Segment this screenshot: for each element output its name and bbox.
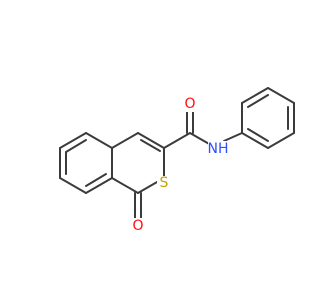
bond xyxy=(111,132,139,149)
bond xyxy=(85,177,113,194)
label-mask xyxy=(157,176,171,192)
label-mask xyxy=(208,141,228,157)
bond xyxy=(189,132,212,146)
bond xyxy=(267,132,295,149)
double-bond-inner xyxy=(85,173,107,187)
double-bond-inner xyxy=(247,94,269,108)
bond xyxy=(163,132,191,149)
label-mask xyxy=(183,96,197,112)
molecule-structure-diagram: O NH S O xyxy=(59,87,295,234)
atom-labels: O NH S O xyxy=(131,96,229,234)
bond xyxy=(241,132,269,149)
label-mask xyxy=(131,218,145,234)
sulfur-label: S xyxy=(160,175,169,191)
bond xyxy=(59,132,87,149)
bond xyxy=(241,87,269,104)
amide-oxygen-label: O xyxy=(184,96,195,112)
bond xyxy=(223,132,243,142)
double-bond-inner xyxy=(247,128,269,142)
bond xyxy=(267,87,295,104)
bond xyxy=(137,132,165,149)
bond xyxy=(111,177,139,194)
double-bond-inner xyxy=(140,139,161,152)
double-bond-inner xyxy=(65,139,87,153)
keto-oxygen-label: O xyxy=(132,218,143,234)
bonds xyxy=(59,87,295,219)
bond xyxy=(85,132,113,149)
amide-nitrogen-label: NH xyxy=(208,141,229,157)
bond xyxy=(59,177,87,194)
